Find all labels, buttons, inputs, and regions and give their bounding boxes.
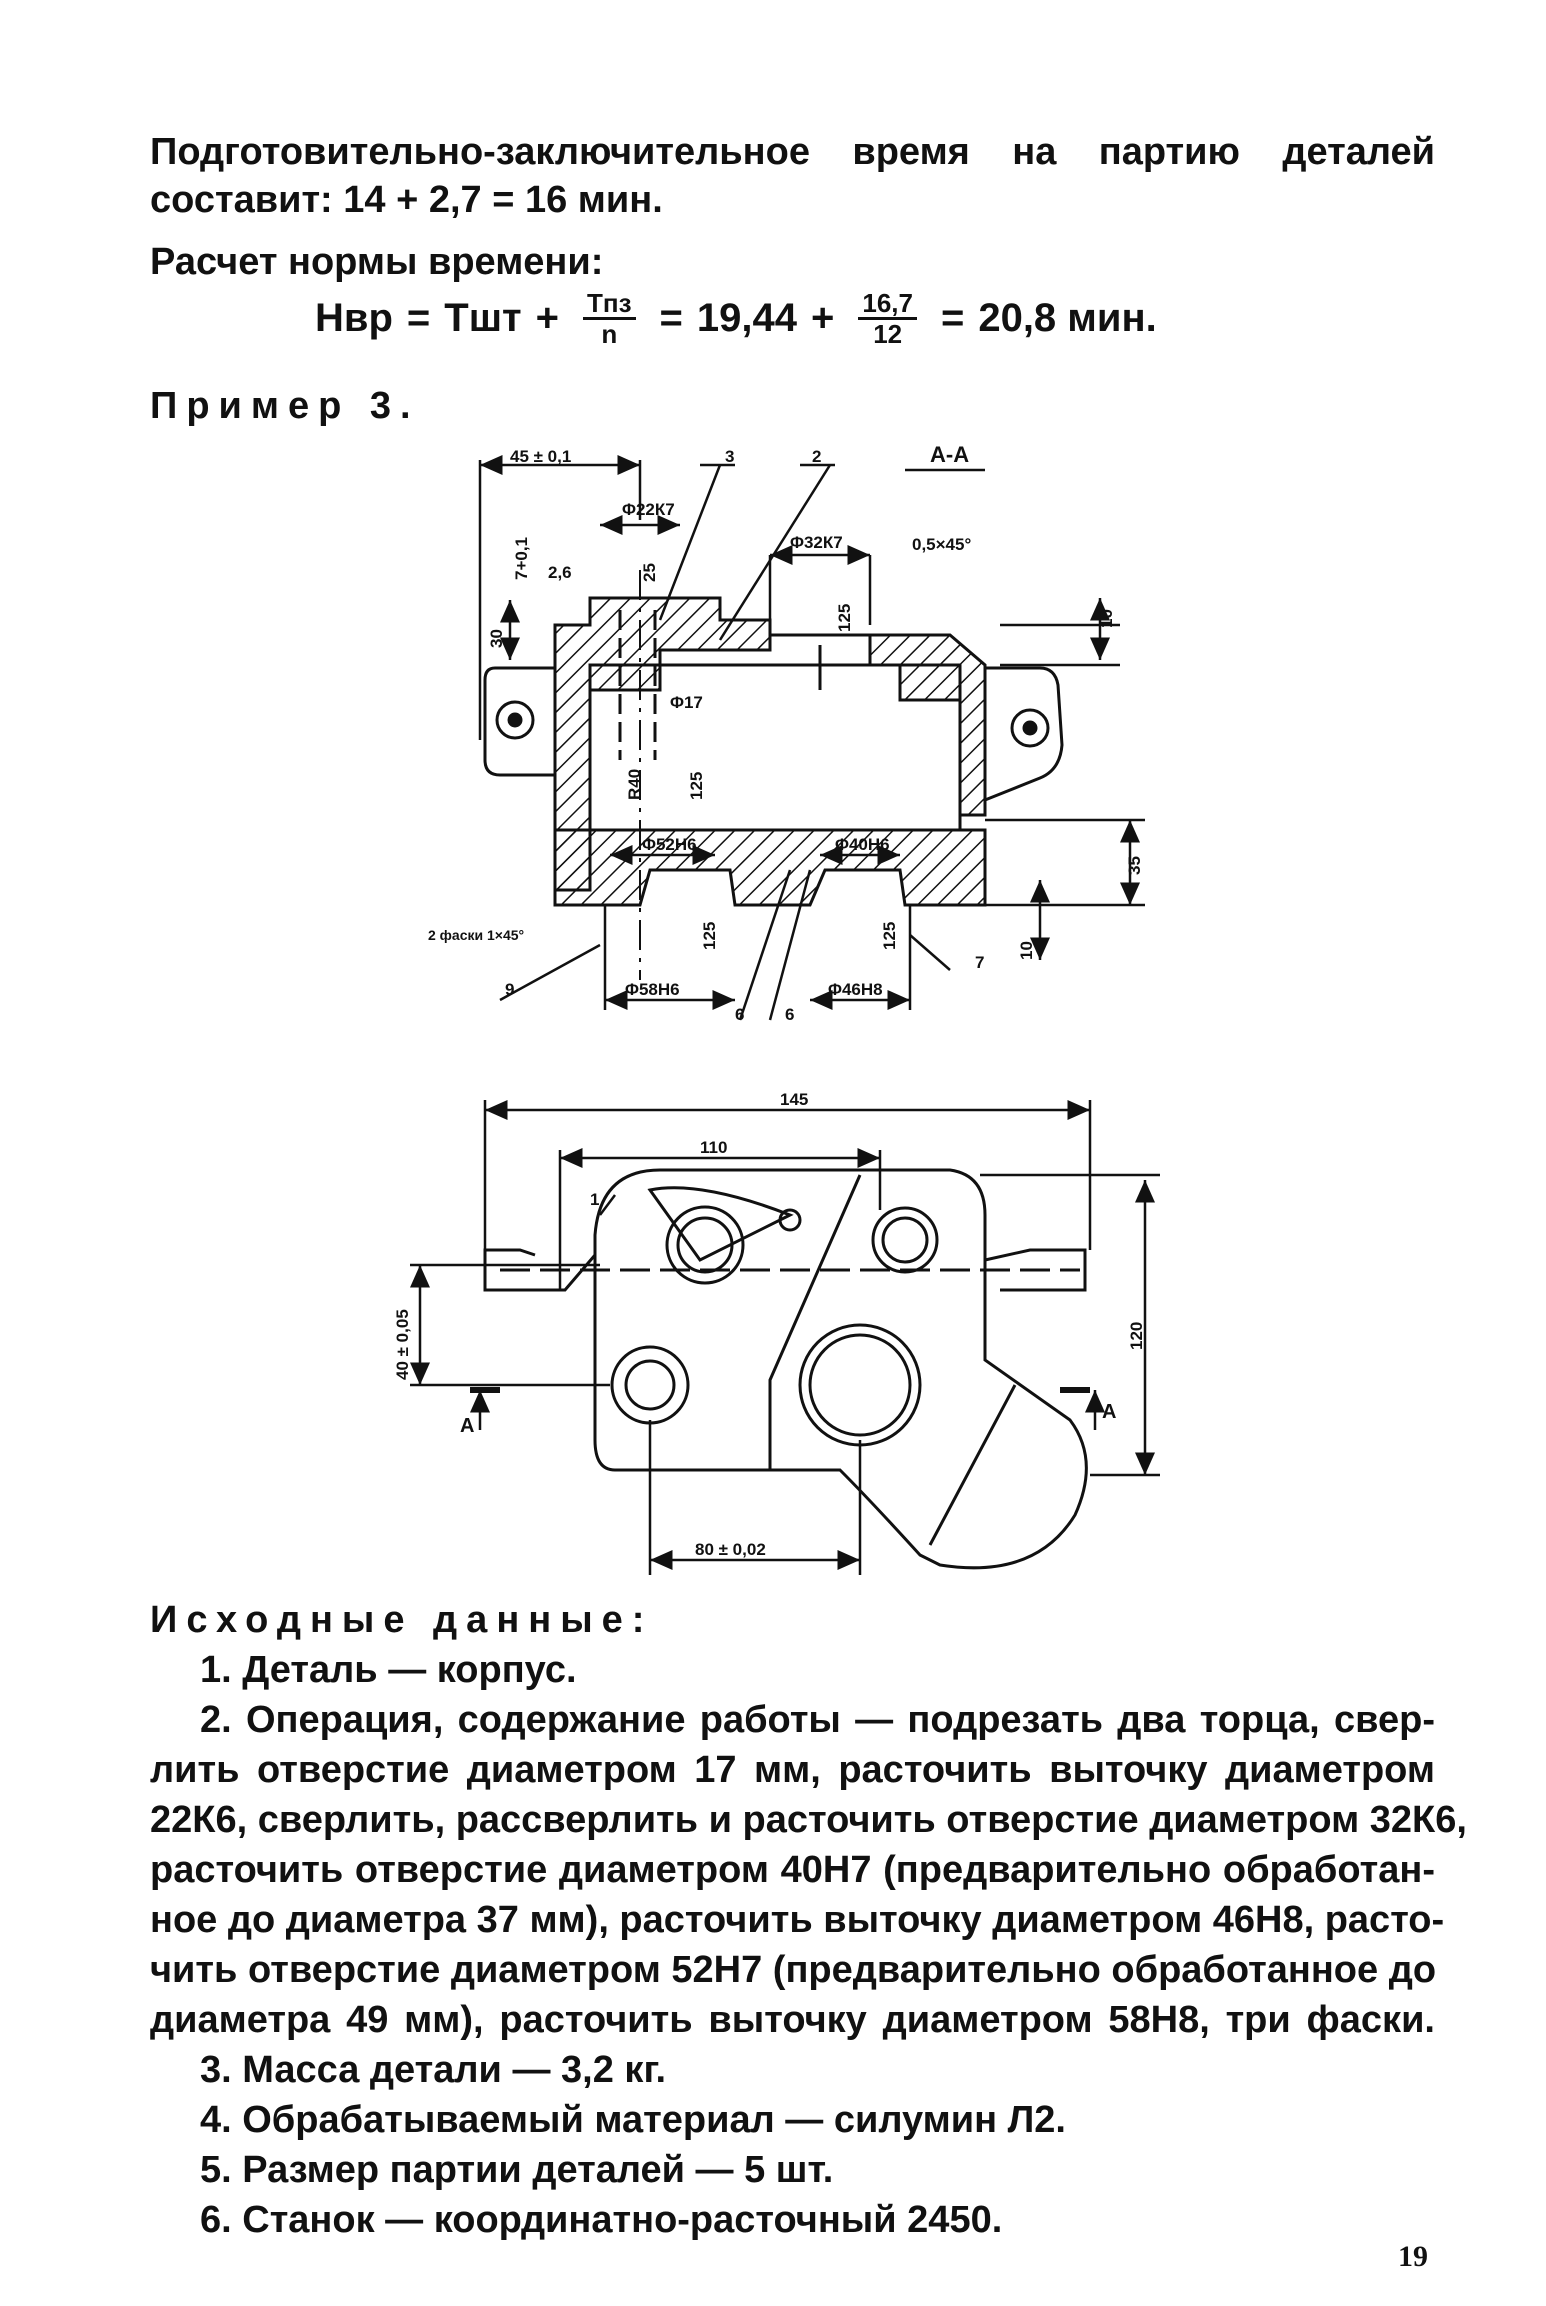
item-1: 1. Деталь — корпус.: [200, 1649, 577, 1691]
calc-heading: Расчет нормы времени:: [150, 241, 604, 283]
plan-view: [470, 1168, 1090, 1570]
right-lug: [984, 666, 1064, 802]
bore-top-left-outer: [665, 1205, 745, 1285]
dim-d17: Φ17: [670, 693, 703, 712]
bore-top-right-outer: [871, 1206, 939, 1274]
bore-top-left-inner: [676, 1216, 734, 1274]
dim-r40: R40: [625, 769, 644, 800]
item-2-line-4: расточить отверстие диаметром 40Н7 (пред…: [150, 1849, 1435, 1891]
dim-80: 80 ± 0,02: [695, 1540, 766, 1559]
para1-line1: Подготовительно-заключительное время на …: [150, 131, 1435, 173]
dim-35: 35: [1125, 856, 1144, 875]
bottom-wall-section: [553, 828, 987, 907]
callout-9: 9: [505, 980, 514, 999]
dim-r26: 2,6: [548, 563, 572, 582]
time-norm-formula: Hвр = Tшт + Tпз n = 19,44 + 16,7 12 = 20…: [315, 288, 1157, 348]
bore-bottom-right-outer: [798, 1323, 922, 1447]
inner-cavity: [588, 663, 962, 832]
item-4: 4. Обрабатываемый материал — силумин Л2.: [200, 2099, 1066, 2141]
dim-d40: Φ40Н6: [835, 835, 890, 854]
dim-d22: Φ22К7: [622, 500, 675, 519]
dim-110: 110: [700, 1138, 727, 1157]
dim-120: 120: [1127, 1322, 1146, 1350]
callout-6a: 6: [735, 1005, 744, 1024]
left-flange: [483, 1248, 597, 1292]
dim-r25a: 25: [640, 563, 659, 582]
bore-bottom-left-inner: [624, 1359, 676, 1411]
right-flange: [984, 1248, 1087, 1292]
para1-line2: составит: 14 + 2,7 = 16 мин.: [150, 179, 663, 221]
dim-10a: 10: [1097, 609, 1116, 628]
dim-145: 145: [780, 1090, 808, 1109]
dim-chamfers: 2 фаски 1×45°: [428, 927, 524, 943]
right-lug-hole: [1010, 708, 1050, 748]
formula-plus-2: +: [811, 296, 835, 340]
page-number: 19: [1398, 2240, 1428, 2273]
dim-d58: Φ58Н6: [625, 980, 680, 999]
section-a-right: А: [1102, 1401, 1116, 1423]
dim-r125a: 125: [835, 604, 854, 632]
item-2-line-5: ное до диаметра 37 мм), расточить выточк…: [150, 1899, 1445, 1941]
dim-45: 45 ± 0,1: [510, 447, 571, 466]
formula-plus-1: +: [535, 296, 560, 340]
dim-30: 30: [487, 629, 506, 648]
callout-3: 3: [725, 447, 734, 466]
formula-equals-3: =: [940, 296, 965, 340]
formula-lhs: Hвр: [315, 296, 393, 340]
callout-7: 7: [975, 953, 984, 972]
dim-d32: Φ32К7: [790, 533, 843, 552]
formula-value-1: 19,44: [696, 296, 797, 340]
dim-r125d: 125: [880, 922, 899, 950]
callout-2: 2: [812, 447, 821, 466]
formula-equals-1: =: [406, 296, 431, 340]
fraction-2-denominator: 12: [873, 318, 903, 349]
dim-tol-7: 7+0,1: [512, 537, 531, 580]
dim-40: 40 ± 0,05: [393, 1309, 412, 1380]
formula-fraction-2: 16,7 12: [858, 289, 917, 348]
item-2-line-7: диаметра 49 мм), расточить выточку диаме…: [150, 1999, 1435, 2041]
fraction-2-numerator: 16,7: [858, 289, 917, 320]
formula-t-sht: Tшт: [444, 296, 522, 340]
left-lug-hole: [495, 700, 535, 740]
dim-r125c: 125: [700, 922, 719, 950]
item-2-line-1: 2. Операция, содержание работы — подреза…: [200, 1699, 1435, 1741]
dim-r125b: 125: [687, 772, 706, 800]
item-2-line-6: чить отверстие диаметром 52Н7 (предварит…: [150, 1949, 1437, 1991]
section-a-left: А: [460, 1415, 474, 1437]
item-2-line-3: 22К6, сверлить, рассверлить и расточить …: [150, 1799, 1467, 1841]
callout-6b: 6: [785, 1005, 794, 1024]
dim-chamfer: 0,5×45°: [912, 535, 971, 554]
formula-fraction-1: Tпз n: [583, 289, 636, 348]
housing-outline: [593, 1168, 1088, 1570]
callout-1: 1: [590, 1190, 599, 1209]
item-3: 3. Масса детали — 3,2 кг.: [200, 2049, 667, 2091]
formula-result: 20,8 мин.: [978, 296, 1157, 340]
example-heading: Пример 3.: [150, 385, 420, 427]
fraction-1-numerator: Tпз: [583, 289, 636, 320]
item-5: 5. Размер партии деталей — 5 шт.: [200, 2149, 834, 2191]
fraction-1-denominator: n: [601, 318, 618, 349]
item-2-line-2: лить отверстие диаметром 17 мм, расточит…: [150, 1749, 1435, 1791]
dim-d52: Φ52Н6: [642, 835, 697, 854]
bore-bottom-right-inner: [808, 1333, 912, 1437]
dim-10b: 10: [1017, 941, 1036, 960]
left-lug: [483, 666, 555, 777]
item-6: 6. Станок — координатно-расточный 2450.: [200, 2199, 1003, 2241]
right-wall-section: [868, 633, 987, 817]
small-hole: [778, 1208, 802, 1232]
bore-bottom-left-outer: [610, 1345, 690, 1425]
bore-top-right-inner: [881, 1216, 929, 1264]
section-label: А-А: [930, 442, 969, 467]
initial-data-heading: Исходные данные:: [150, 1599, 654, 1641]
dim-d46: Φ46Н8: [828, 980, 883, 999]
formula-equals-2: =: [659, 296, 683, 340]
